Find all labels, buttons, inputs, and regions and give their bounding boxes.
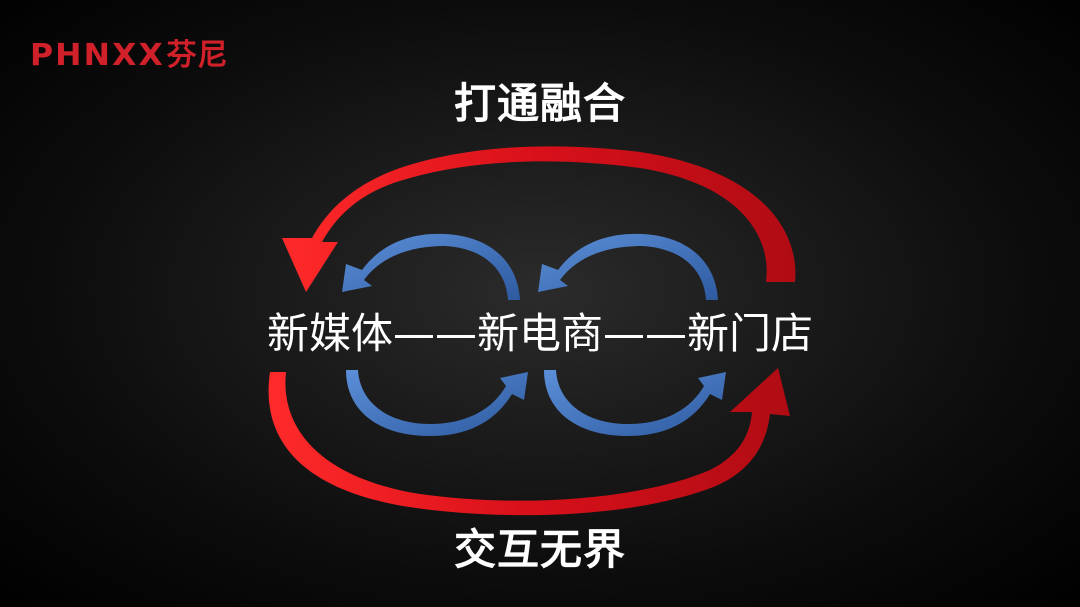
node-new-ecommerce: 新电商: [476, 309, 603, 358]
inner-blue-arrow-right-top: [538, 233, 718, 300]
bottom-title: 交互无界: [453, 525, 626, 574]
node-new-store: 新门店: [687, 309, 814, 358]
top-title: 打通融合: [453, 79, 626, 128]
inner-blue-arrow-left-top: [342, 233, 520, 300]
connector-1: ——: [392, 309, 477, 358]
brand-logo: PHNXX 芬尼: [30, 38, 228, 74]
connector-2: ——: [603, 309, 687, 358]
node-new-media: 新媒体: [266, 309, 393, 358]
logo-chinese-text: 芬尼: [166, 38, 229, 73]
node-chain: 新媒体——新电商——新门店: [0, 308, 1080, 360]
logo-latin-text: PHNXX: [30, 38, 165, 73]
inner-blue-arrow-left-bottom: [346, 370, 528, 436]
inner-blue-arrow-right-bottom: [544, 370, 726, 436]
